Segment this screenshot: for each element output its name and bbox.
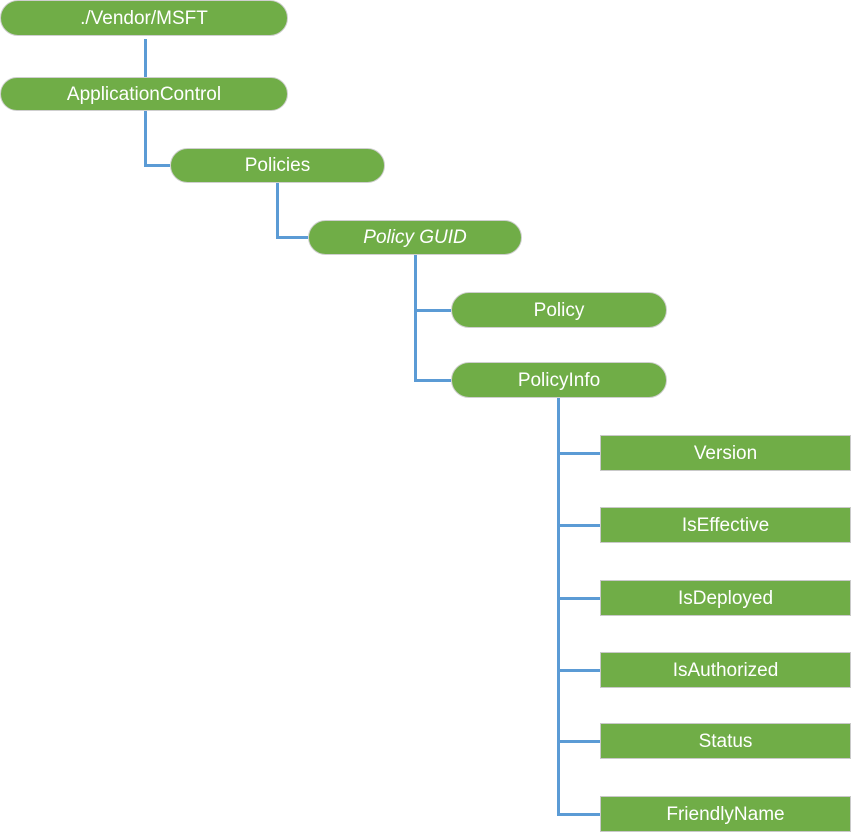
connector-policyinfo-to-iseffective xyxy=(557,524,600,527)
node-friendly-name: FriendlyName xyxy=(600,796,851,832)
connector-policies-to-policyguid xyxy=(276,236,308,239)
connector-policies-drop xyxy=(276,183,279,239)
connector-policyguid-trunk xyxy=(414,255,417,382)
connector-policyguid-to-policyinfo xyxy=(414,379,451,382)
connector-policyinfo-to-isauthorized xyxy=(557,669,600,672)
node-version: Version xyxy=(600,435,851,471)
connector-policyinfo-to-friendlyname xyxy=(557,813,600,816)
connector-policyinfo-trunk xyxy=(557,398,560,816)
node-status: Status xyxy=(600,723,851,759)
node-is-authorized: IsAuthorized xyxy=(600,652,851,688)
node-vendor-msft: ./Vendor/MSFT xyxy=(0,0,288,36)
node-policy-info: PolicyInfo xyxy=(451,362,667,398)
node-policy: Policy xyxy=(451,292,667,328)
node-application-control: ApplicationControl xyxy=(0,77,288,111)
connector-policyguid-to-policy xyxy=(414,309,451,312)
connector-policyinfo-to-status xyxy=(557,740,600,743)
connector-policyinfo-to-version xyxy=(557,452,600,455)
connector-vendor-to-applicationcontrol xyxy=(144,39,147,77)
connector-applicationcontrol-drop xyxy=(144,110,147,167)
node-policy-guid: Policy GUID xyxy=(308,220,522,255)
node-is-effective: IsEffective xyxy=(600,507,851,543)
connector-applicationcontrol-to-policies xyxy=(144,164,170,167)
connector-policyinfo-to-isdeployed xyxy=(557,597,600,600)
node-is-deployed: IsDeployed xyxy=(600,580,851,616)
node-policies: Policies xyxy=(170,148,385,183)
